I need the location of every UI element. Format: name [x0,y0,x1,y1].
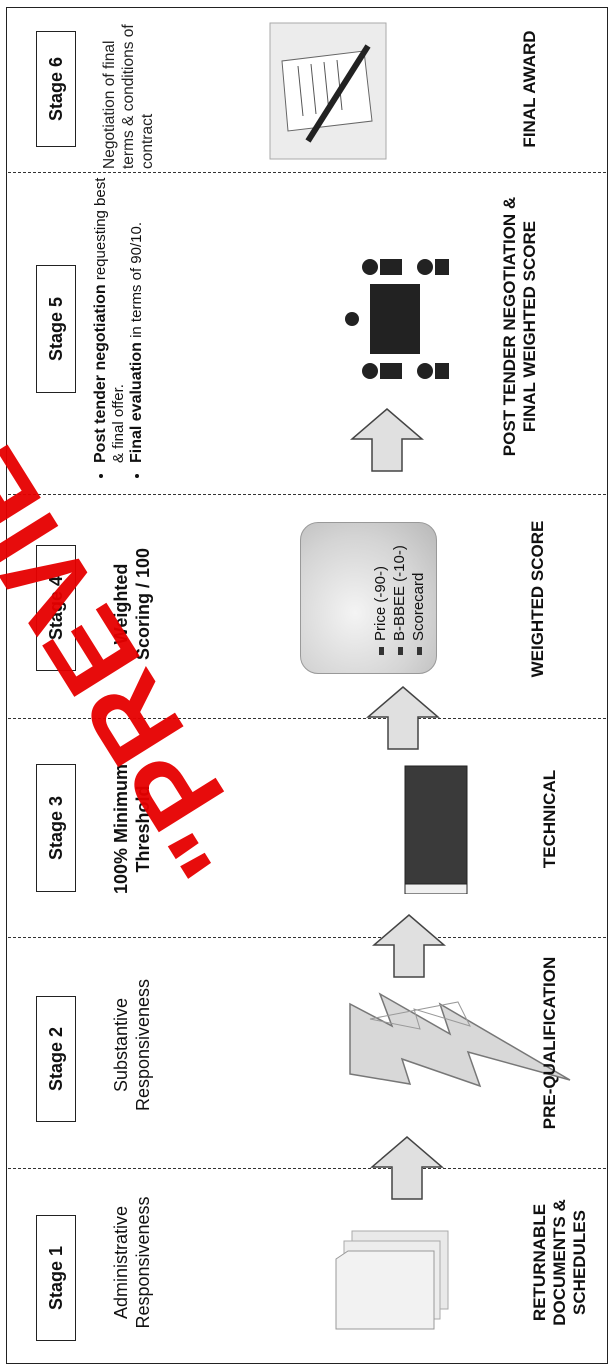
column-divider [8,937,606,938]
stage-6-heading: Negotiation of final terms & conditions … [101,24,156,169]
stage-4-footer: WEIGHTED SCORE [528,520,547,678]
bullet-item: Final evaluation in terms of 90/10. [128,173,146,463]
scorecard-list: Price (-90-) B-BBEE (-10-) Scorecard [371,545,428,655]
meeting-icon [345,259,449,379]
stage-6-footer: FINAL AWARD [520,30,539,148]
stage-2-box: Stage 2 [36,996,76,1122]
arrow-right-icon [366,686,440,750]
bullet-text: in terms of 90/10. [128,222,145,338]
scorecard-item: B-BBEE (-10-) [390,545,409,655]
documents-icon [335,1230,449,1330]
stage-1-box: Stage 1 [36,1215,76,1341]
arrow-right-icon [370,1136,444,1200]
stage-2-footer: PRE-QUALIFICATION [540,956,559,1130]
arrow-right-icon [350,408,424,472]
scorecard-icon: Price (-90-) B-BBEE (-10-) Scorecard [300,522,437,674]
arrow-right-icon [372,914,446,978]
stage-6-box: Stage 6 [36,31,76,147]
threshold-bar-icon [404,765,468,894]
scorecard-item: Price (-90-) [371,545,390,655]
bullet-item: Post tender negotiation requesting best … [92,173,128,463]
stage-5-footer: POST TENDER NEGOTIATION & FINAL WEIGHTED… [500,196,539,457]
lightning-icon [349,992,571,1088]
bullet-bold-text: Final evaluation [128,342,145,463]
stage-3-box: Stage 3 [36,764,76,892]
scorecard-item: Scorecard [409,545,428,655]
stage-3-footer: TECHNICAL [540,769,559,869]
stage-2-heading: Substantive Responsiveness [111,978,153,1112]
contract-signing-icon [269,22,387,160]
column-divider [8,494,606,495]
bullet-bold-text: Post tender negotiation [92,284,109,463]
stage-5-bullets: Post tender negotiation requesting best … [92,173,146,477]
column-divider [8,1168,606,1169]
stage-1-heading: Administrative Responsiveness [111,1196,153,1329]
stage-1-footer: RETURNABLE DOCUMENTS & SCHEDULES [530,1199,589,1326]
stage-5-box: Stage 5 [36,265,76,393]
